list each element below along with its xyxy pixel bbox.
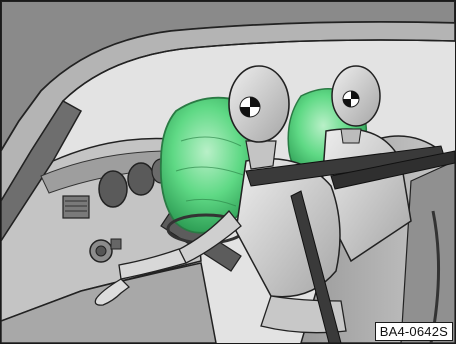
crash-test-dummy-target-icon — [343, 91, 359, 107]
air-vent — [63, 196, 89, 218]
figure-reference-code: BA4-0642S — [375, 322, 453, 341]
crash-test-dummy-target-icon — [240, 97, 260, 117]
